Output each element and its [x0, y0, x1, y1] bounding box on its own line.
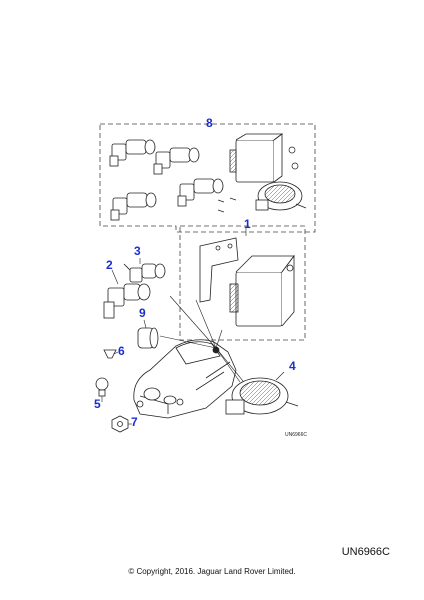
kit-8-sounder [255, 181, 307, 211]
kit-8-sensor-bottom-right [177, 178, 224, 207]
callout-3: 3 [134, 244, 141, 258]
part-4-sounder [225, 377, 299, 415]
callout-5: 5 [94, 397, 101, 411]
module-1-bracket [199, 237, 239, 303]
kit-8-sensor-top-right [153, 147, 200, 175]
copyright-notice: © Copyright, 2016. Jaguar Land Rover Lim… [128, 567, 296, 576]
part-7-nut [111, 415, 129, 433]
kit-8-sensor-top-left [109, 139, 156, 167]
kit-8-sensor-bottom-left [110, 192, 157, 221]
part-5-clip [95, 377, 109, 397]
reference-code: UN6966C [341, 546, 390, 558]
callout-leaders [101, 228, 285, 425]
callout-6: 6 [118, 344, 125, 358]
callout-1: 1 [244, 217, 251, 231]
kit-8-control-module [229, 133, 284, 183]
callout-4: 4 [289, 359, 296, 373]
car-illustration [133, 339, 237, 419]
callout-7: 7 [131, 415, 138, 429]
part-2-sensor [103, 283, 151, 319]
module-1-dashed-frame [179, 225, 306, 341]
module-1-control-box [229, 254, 295, 327]
callout-8: 8 [206, 116, 213, 130]
part-9-bezel [137, 327, 159, 349]
kit-8-dashed-frame [99, 123, 316, 233]
part-3-sensor [123, 263, 166, 283]
kit-8-screws [217, 146, 299, 213]
callout-9: 9 [139, 306, 146, 320]
callout-2: 2 [106, 258, 113, 272]
diagram-image-code: UN6966C [285, 432, 307, 438]
part-6-grommet [103, 349, 117, 359]
